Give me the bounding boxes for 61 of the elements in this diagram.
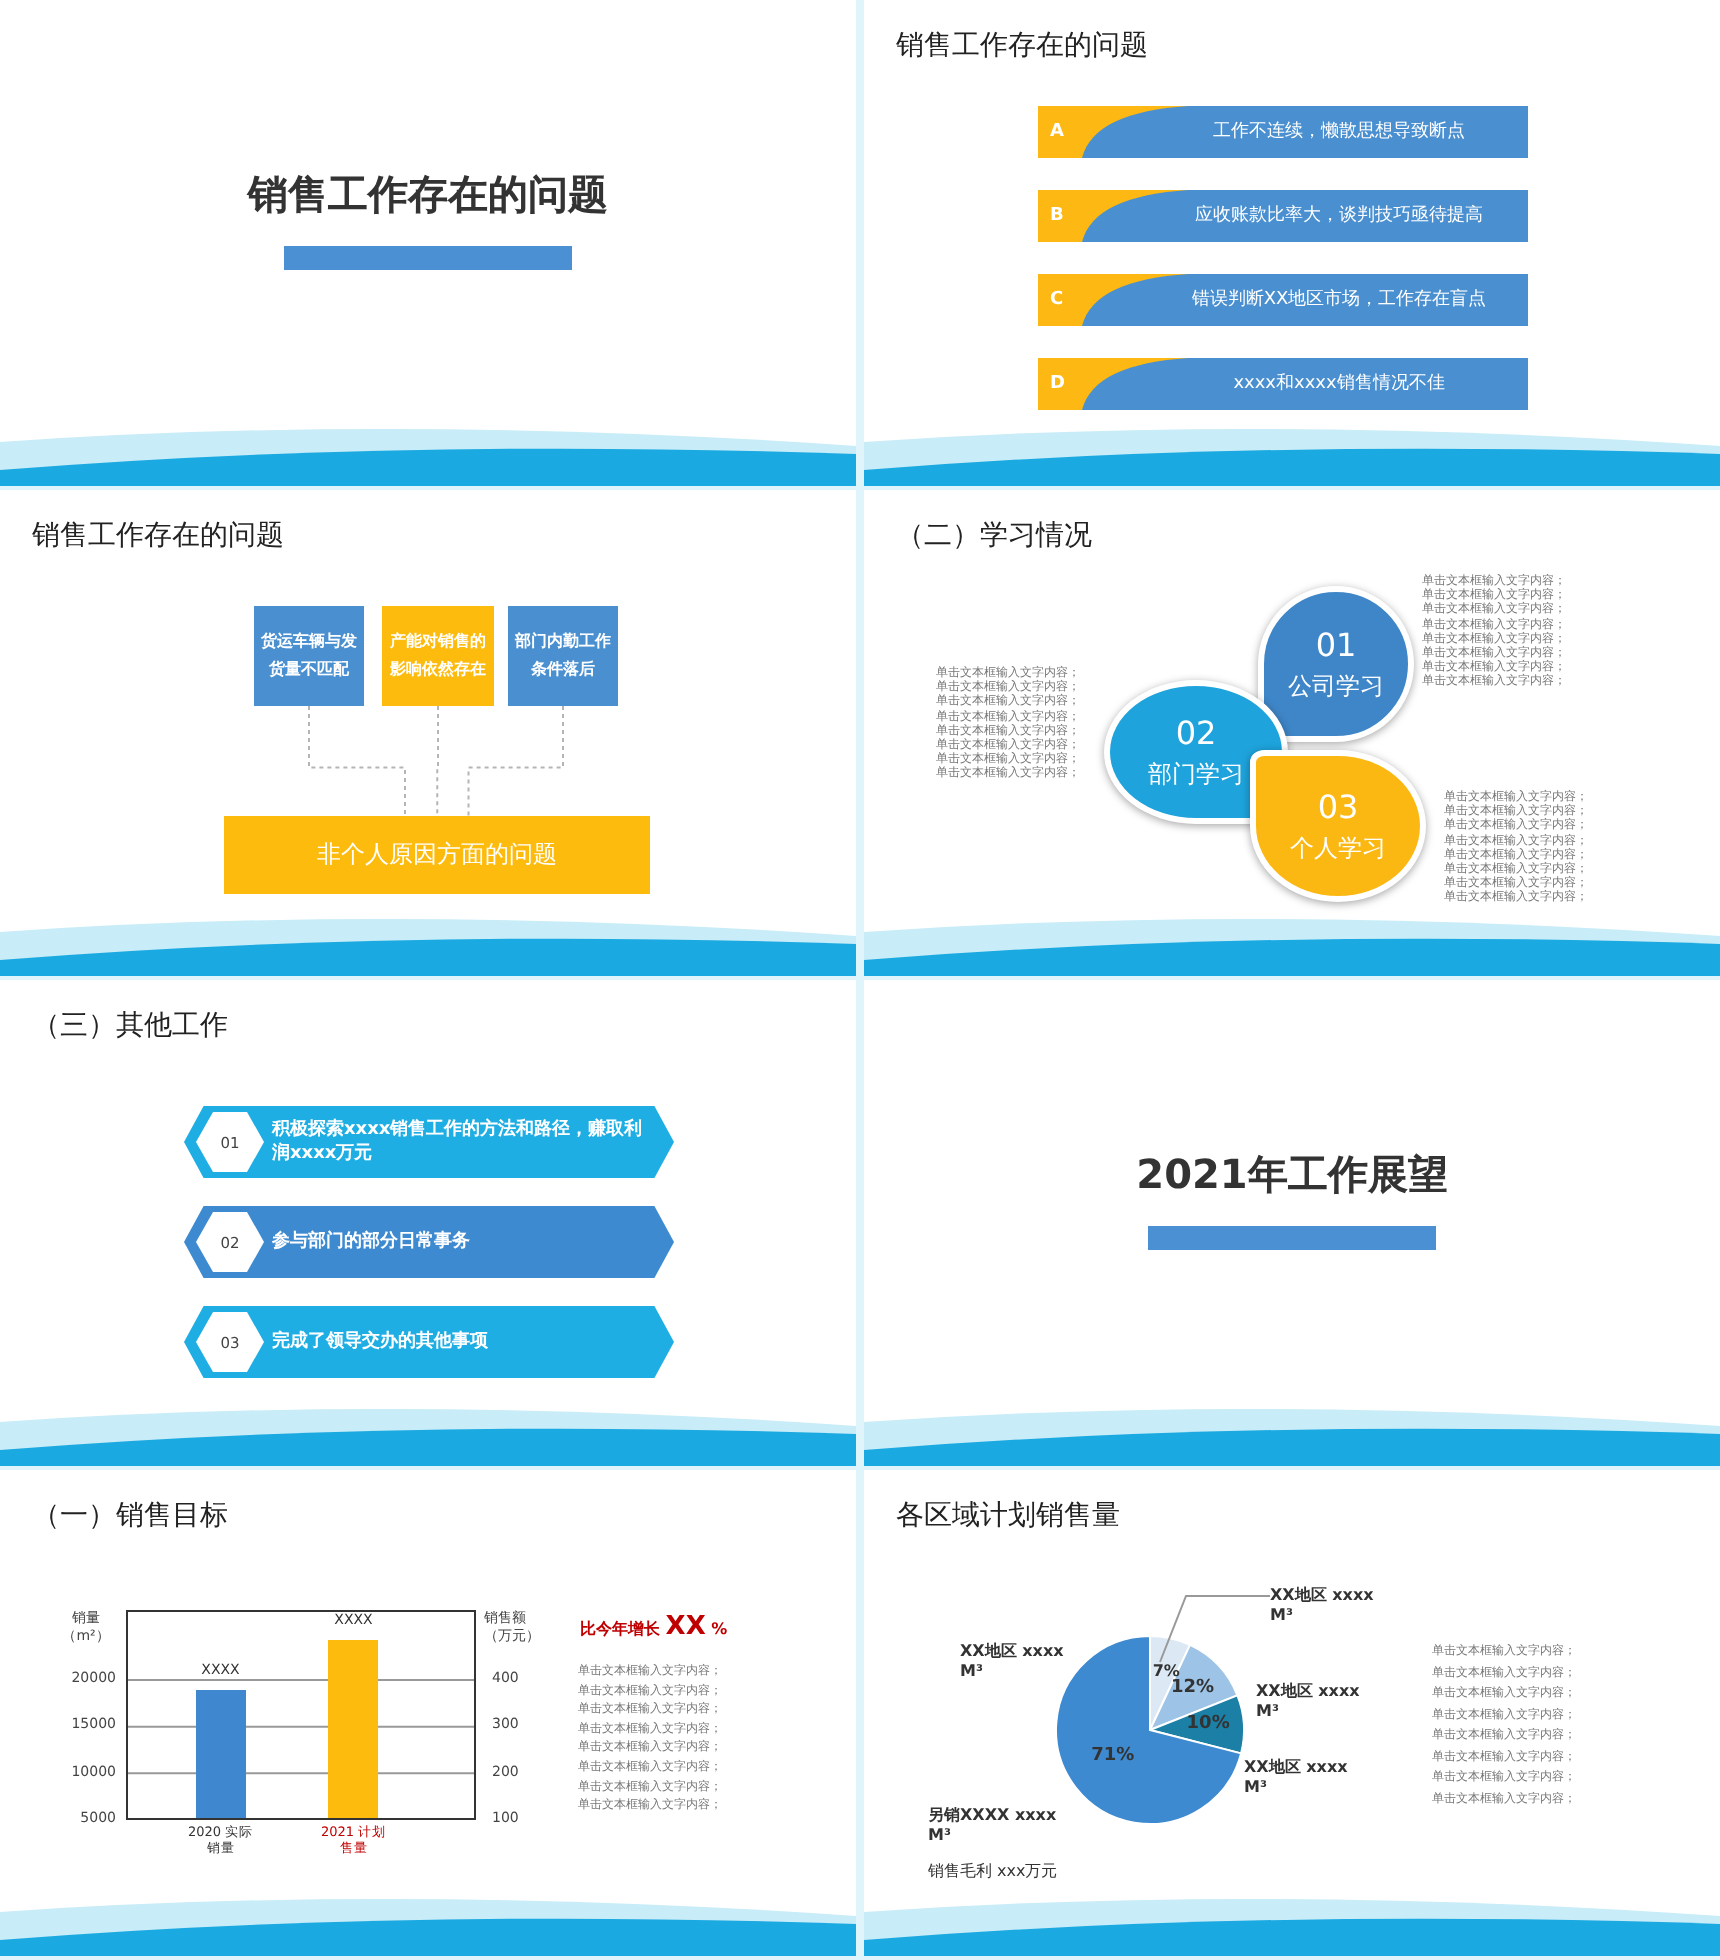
banner-bar: [1038, 274, 1528, 326]
teardrop-shape: [1258, 586, 1414, 742]
slice-label: XX地区 xxxx M³: [1244, 1758, 1350, 1798]
dashed-connector: [308, 705, 406, 817]
slide-panel: [864, 1470, 1720, 1956]
text-box: [254, 606, 364, 706]
dashed-connector: [436, 705, 439, 817]
banner-bar: [1038, 190, 1528, 242]
teardrop-shape: [1250, 750, 1426, 902]
number-label: 01: [1315, 624, 1357, 668]
slice-label: XX地区 xxxx M³: [1256, 1682, 1362, 1722]
slide-title: （一）销售目标: [32, 1498, 228, 1534]
banner-bar: [1038, 358, 1528, 410]
text-box: [508, 606, 618, 706]
box-text: 货运车辆与发货量不匹配: [259, 630, 359, 682]
letter-label: C: [1050, 288, 1064, 314]
banner-text: 错误判断XX地区市场，工作存在盲点: [1189, 286, 1489, 314]
slide-panel: [864, 490, 1720, 976]
chart-note: 销售毛利 xxx万元: [928, 1862, 1060, 1883]
growth-note: 比今年增长 XX %: [580, 1618, 730, 1641]
letter-label: D: [1050, 372, 1065, 398]
dashed-connector: [467, 705, 564, 817]
slide-panel: [864, 0, 1720, 486]
slide-panel: [0, 0, 856, 486]
slide-title: 销售工作存在的问题: [32, 518, 284, 554]
slice-value-label: 12%: [1168, 1678, 1216, 1699]
slide-title: （二）学习情况: [896, 518, 1092, 554]
number-label: 03: [1317, 786, 1359, 830]
banner-text: xxxx和xxxx销售情况不佳: [1231, 371, 1447, 398]
highlight-bar: [224, 816, 650, 894]
box-text: 非个人原因方面的问题: [317, 838, 557, 872]
slice-value-label: 7%: [1150, 1662, 1180, 1681]
slice-value-label: 71%: [1089, 1746, 1137, 1767]
banner-text: 应收账款比率大，谈判技巧亟待提高: [1193, 203, 1485, 230]
chart-note: 另销XXXX xxxx M³: [928, 1806, 1059, 1848]
drop-label: 公司学习: [1288, 670, 1384, 704]
slide-title: 销售工作存在的问题: [896, 28, 1148, 64]
slide-panel: [0, 1470, 856, 1956]
box-text: 部门内勤工作条件落后: [513, 630, 613, 682]
drop-label: 个人学习: [1290, 832, 1386, 866]
drop-label: 部门学习: [1148, 758, 1244, 792]
letter-label: B: [1050, 204, 1064, 230]
slice-label: XX地区 xxxx M³: [960, 1642, 1066, 1682]
number-label: 02: [1175, 712, 1217, 756]
slide-title: 各区域计划销售量: [896, 1498, 1120, 1534]
slice-label: XX地区 xxxx M³: [1270, 1586, 1376, 1626]
slide-title: 2021年工作展望: [1134, 1148, 1450, 1202]
slide-panel: [864, 980, 1720, 1466]
letter-label: A: [1050, 120, 1064, 146]
banner-text: 积极探索xxxx销售工作的方法和路径，赚取利润xxxx万元: [272, 1116, 645, 1168]
banner-bar: [1038, 106, 1528, 158]
banner-text: 完成了领导交办的其他事项: [272, 1328, 490, 1356]
slide-title: （三）其他工作: [32, 1008, 228, 1044]
slide-title: 销售工作存在的问题: [244, 168, 610, 222]
slide-panel: [0, 490, 856, 976]
banner-text: 工作不连续，懒散思想导致断点: [1211, 119, 1467, 146]
box-text: 产能对销售的影响依然存在: [388, 630, 488, 682]
slice-value-label: 10%: [1184, 1714, 1232, 1735]
slide-panel: [0, 980, 856, 1466]
text-box: [382, 606, 494, 706]
banner-text: 参与部门的部分日常事务: [272, 1228, 472, 1256]
